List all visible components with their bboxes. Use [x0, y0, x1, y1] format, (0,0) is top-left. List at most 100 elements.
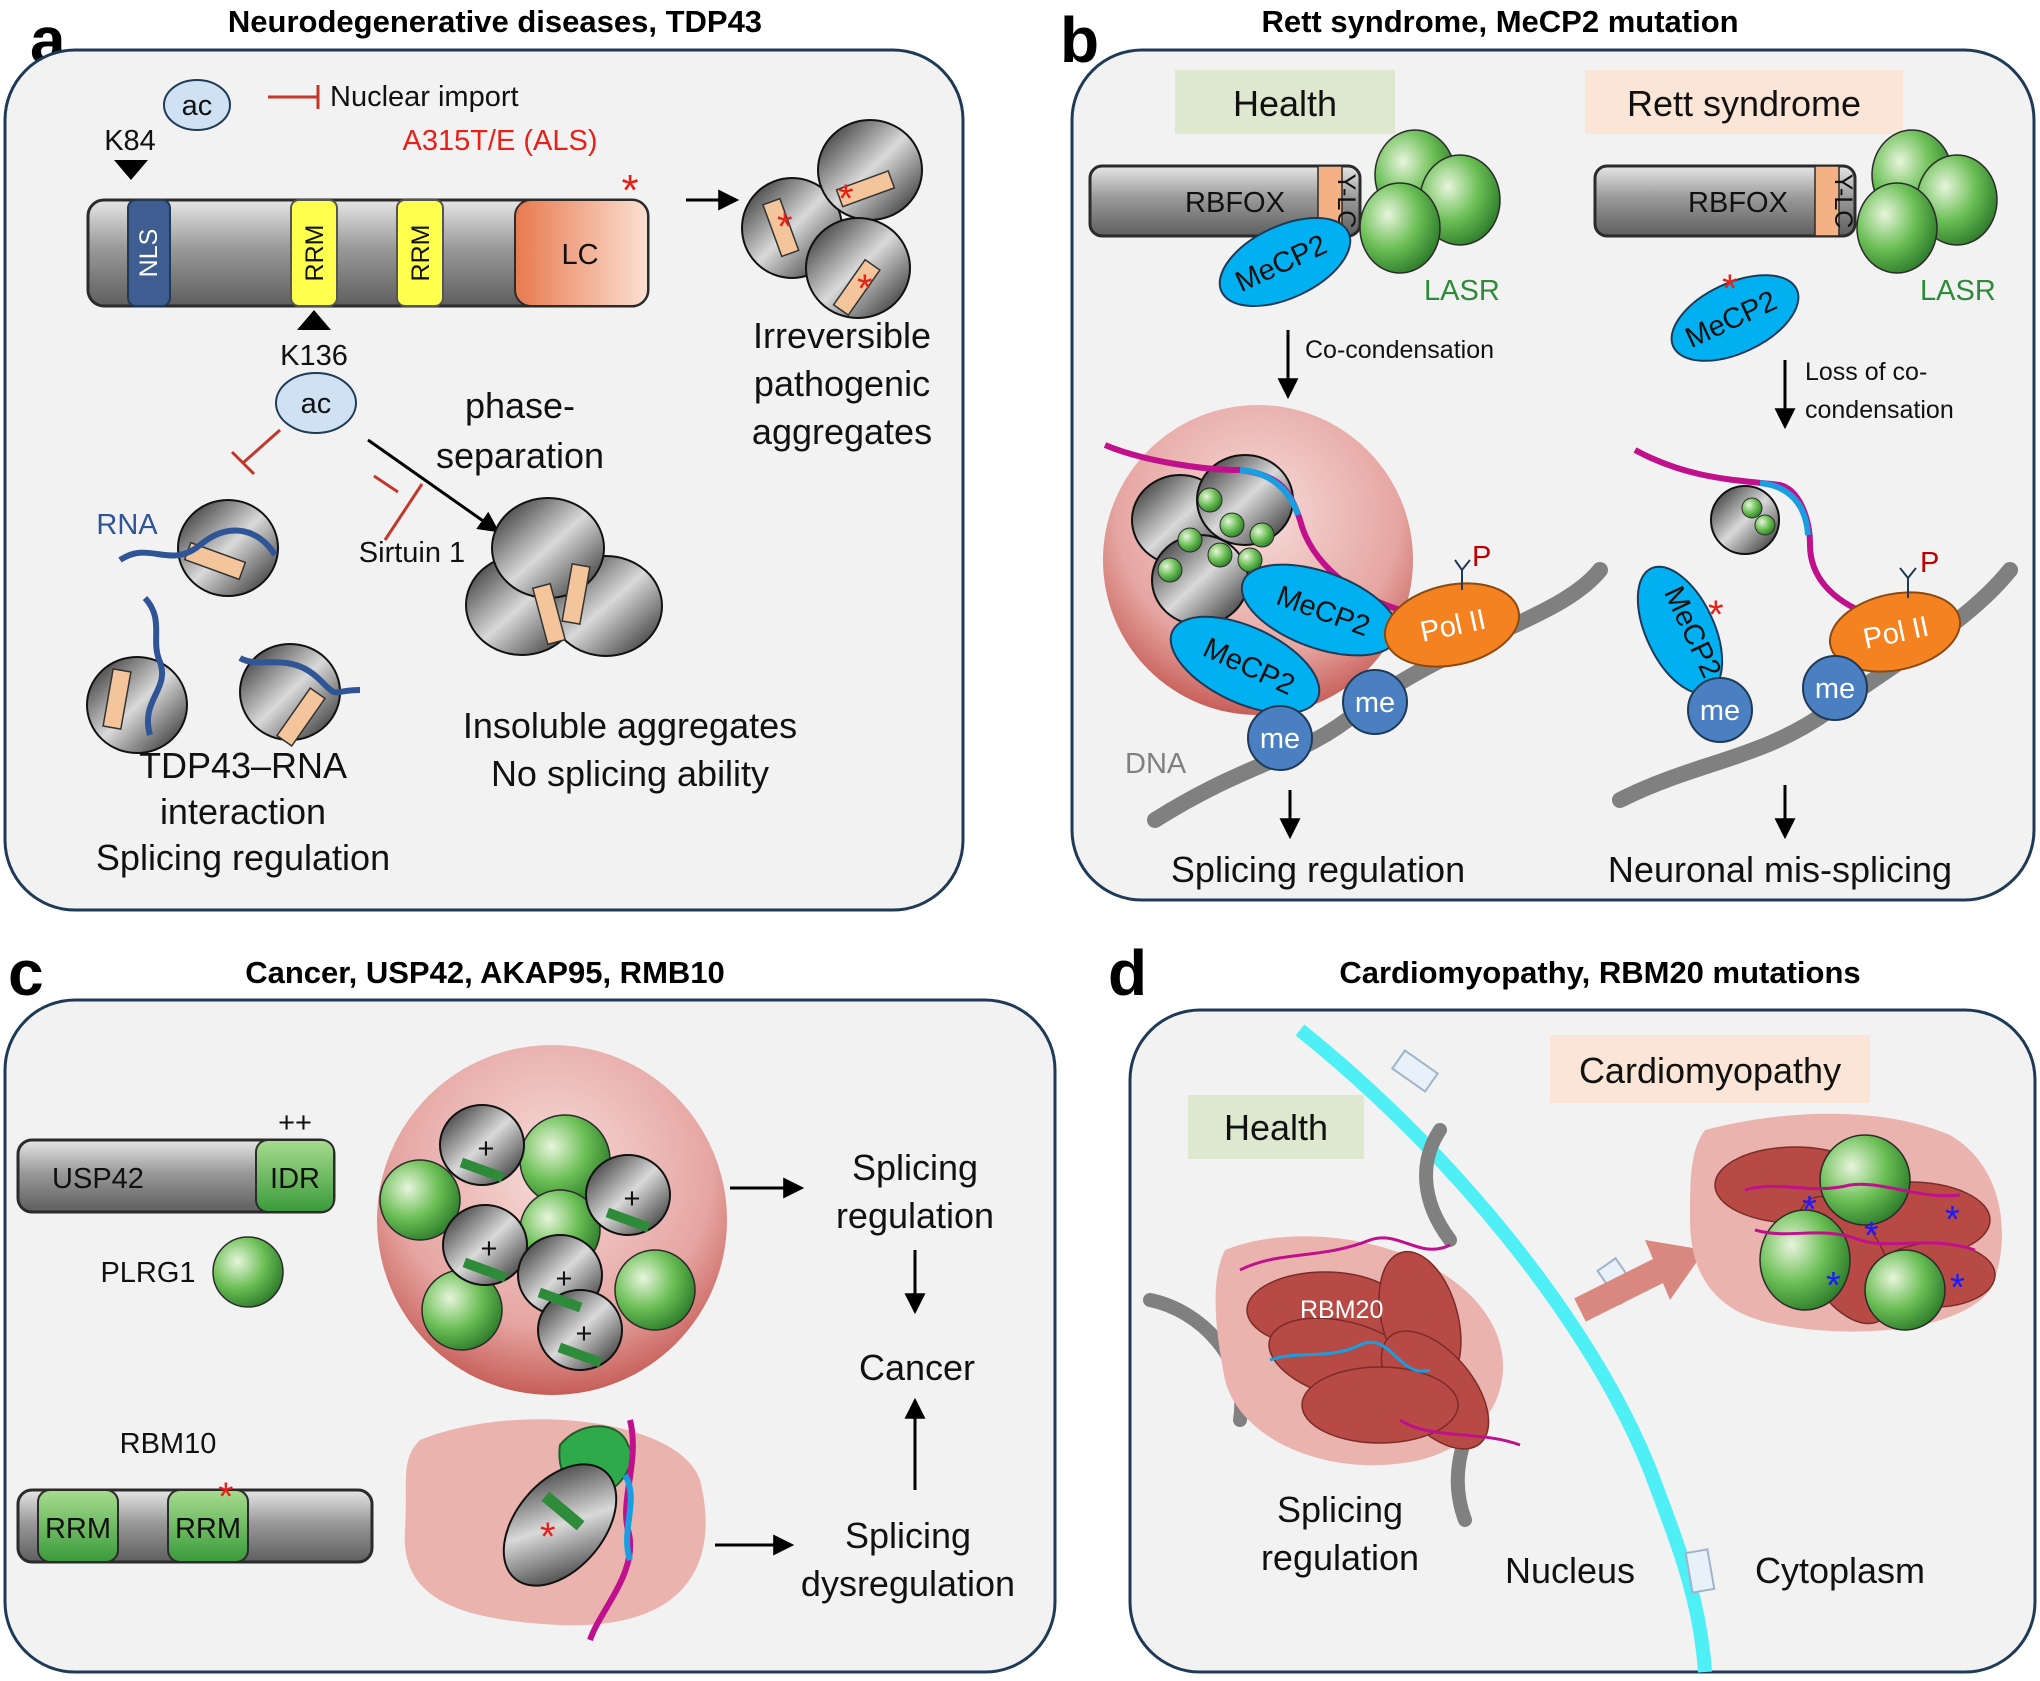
acetyl-bubble-top: [163, 79, 231, 131]
idr-domain: [255, 1139, 335, 1213]
panel-d: d Cardiomyopathy, RBM20 mutations Cardio…: [1108, 937, 2037, 1674]
rett-box: [1585, 70, 1903, 134]
mecp2-health: [1218, 216, 1352, 308]
charge-plus: +: [481, 1233, 498, 1265]
insoluble-aggregate-cluster: [465, 497, 663, 657]
polii-rett: [1828, 591, 1962, 673]
inhibit-rna-binding: [230, 428, 281, 476]
insoluble-line2: No splicing ability: [491, 753, 769, 794]
interaction-line3: Splicing regulation: [96, 837, 390, 878]
export-arrow-shaft: [1574, 1258, 1666, 1322]
interaction-line1: TDP43–RNA: [139, 745, 347, 786]
cardiomyopathy-label: Cardiomyopathy: [1579, 1050, 1841, 1091]
rna-strand: [142, 595, 165, 736]
rna-strand: [1399, 1418, 1521, 1447]
lasr-subunit: [1359, 182, 1441, 274]
irreversible-line1: Irreversible: [753, 315, 931, 356]
rbfox-label-rett: RBFOX: [1688, 187, 1788, 219]
k84-label: K84: [104, 125, 156, 157]
me-label-rett-1: me: [1700, 695, 1740, 727]
k136-label: K136: [280, 340, 348, 372]
nucleus-label: Nucleus: [1505, 1550, 1635, 1591]
rbm20-cluster-nucleus: [1246, 1250, 1490, 1450]
lasr-particle: [1741, 497, 1763, 519]
idr-fragment: [537, 1287, 583, 1313]
irreversible-line2: pathogenic: [754, 363, 930, 404]
health-box: [1175, 70, 1395, 134]
lasr-complex-rett: [1856, 129, 1998, 274]
nuclear-pore: [1390, 1049, 1440, 1093]
phase-line2: separation: [436, 435, 604, 476]
rett-label: Rett syndrome: [1627, 83, 1861, 124]
panel-b: b Rett syndrome, MeCP2 mutation Health R…: [1060, 4, 2036, 902]
nls-domain: [127, 199, 171, 307]
charge-plus: +: [556, 1263, 573, 1295]
pre-mrna-exon-rett: [1759, 480, 1811, 536]
lc-fragment: [832, 258, 881, 317]
lasr-particle: [1754, 514, 1776, 536]
ac-bottom-label: ac: [301, 388, 332, 420]
splicing-dysregulation-line2: dysregulation: [801, 1563, 1015, 1604]
rbm10-ellipsoid: [502, 1463, 618, 1587]
k136-triangle: [297, 310, 331, 330]
rbm20-label: RBM20: [1300, 1296, 1383, 1324]
charge-plus: +: [576, 1318, 593, 1350]
nuclear-pore: [1684, 1548, 1716, 1594]
ylc-label-health: Y-LC: [1332, 174, 1360, 229]
rrm2-domain: [396, 199, 444, 307]
me-label-health-2: me: [1355, 687, 1395, 719]
mutation-asterisk: *: [1802, 1189, 1817, 1231]
me-label-health-1: me: [1260, 723, 1300, 755]
rbm10-label: RBM10: [120, 1428, 217, 1460]
cytoplasm-label: Cytoplasm: [1755, 1550, 1925, 1591]
health-box-d: [1188, 1095, 1364, 1159]
idr-fragment: [462, 1257, 508, 1283]
nuclear-import-label: Nuclear import: [330, 81, 519, 113]
ac-top-label: ac: [182, 90, 213, 122]
splicing-regulation-c-line2: regulation: [836, 1195, 994, 1236]
idr-fragment: [459, 1157, 505, 1183]
phospho-stalk-health: [1454, 559, 1471, 590]
methyl-rett-2: [1802, 655, 1868, 721]
rna-strand: [1744, 1182, 1961, 1198]
interaction-line2: interaction: [160, 791, 326, 832]
mutation-asterisk: *: [1864, 1215, 1879, 1257]
pre-mrna-exon-health: [1239, 467, 1301, 516]
splicing-d-line2: regulation: [1261, 1537, 1419, 1578]
k84-triangle: [114, 160, 148, 180]
mutation-asterisk: *: [838, 177, 854, 221]
idr-fragment: [605, 1207, 651, 1233]
lasr-particle: [1219, 512, 1245, 538]
p-label-health: P: [1472, 541, 1491, 573]
inhibit-sirtuin: [373, 474, 424, 541]
lc-label: LC: [561, 239, 598, 271]
rrm2-label: RRM: [407, 225, 435, 282]
phospho-stalk-rett: [1899, 567, 1917, 598]
splicing-regulation-b: Splicing regulation: [1171, 849, 1465, 890]
lc-fragment: [762, 197, 800, 258]
arrow-phase-separation: [367, 438, 500, 533]
rbm10-rrm1-label: RRM: [45, 1513, 111, 1545]
ylc-label-rett: Y-LC: [1829, 174, 1857, 229]
loss-line1: Loss of co-: [1805, 358, 1927, 386]
lasr-particle: [1249, 522, 1275, 548]
rbm20-cluster-cytoplasm: [1714, 1134, 1996, 1331]
dna-label: DNA: [1125, 748, 1187, 780]
ylc-domain-rett: [1814, 165, 1840, 237]
mutation-asterisk: *: [540, 1515, 556, 1559]
lasr-subunit: [1856, 182, 1938, 274]
tdp43-rna-complexes: [86, 499, 361, 754]
rbm10-rrm2-label: RRM: [175, 1513, 241, 1545]
splicing-dysregulation-line1: Splicing: [845, 1515, 971, 1556]
usp42-label: USP42: [52, 1163, 144, 1195]
mutation-asterisk: *: [1950, 1267, 1965, 1309]
lasr-particle: [1157, 557, 1183, 583]
p-label-rett: P: [1920, 547, 1939, 579]
rna-label: RNA: [96, 509, 158, 541]
mutation-asterisk: *: [1826, 1265, 1841, 1307]
partner-sphere: [1864, 1249, 1946, 1331]
rna-strand: [118, 527, 278, 563]
plrg1-sphere: [614, 1249, 696, 1331]
methyl-health-1: [1247, 705, 1313, 771]
usp42-cluster: + + + + +: [379, 1104, 696, 1371]
